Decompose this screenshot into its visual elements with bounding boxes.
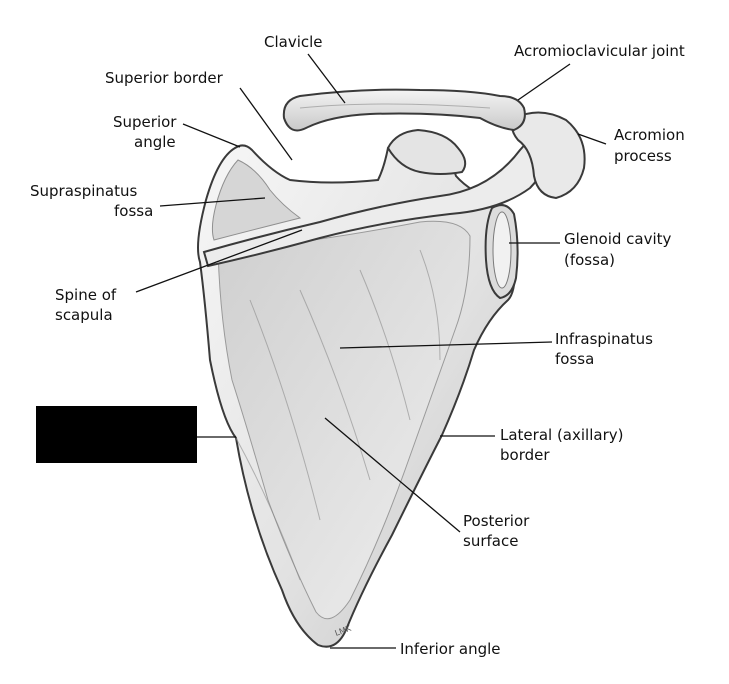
label-lateral-line2: border xyxy=(500,446,550,464)
label-clavicle: Clavicle xyxy=(264,33,323,51)
clavicle-bone xyxy=(282,88,526,132)
infraspinatus-fossa-region xyxy=(217,220,471,620)
acromion-process xyxy=(511,111,586,200)
leader-infraspinatus xyxy=(339,341,553,349)
clavicle-shading xyxy=(299,103,491,109)
label-infraspinatus-line2: fossa xyxy=(555,350,594,368)
label-superior-angle-line1: Superior xyxy=(113,113,177,131)
body-shading-1 xyxy=(249,299,321,521)
label-acromion-line2: process xyxy=(614,147,672,165)
body-shading-2 xyxy=(299,289,371,481)
label-acromion-line1: Acromion xyxy=(614,126,685,144)
label-posterior-line2: surface xyxy=(463,532,518,550)
label-superior-border: Superior border xyxy=(105,69,224,87)
redaction-block xyxy=(36,406,197,463)
label-supraspinatus-line2: fossa xyxy=(114,202,153,220)
supraspinatus-fossa-region xyxy=(211,159,302,241)
leader-supraspinatus xyxy=(159,197,266,207)
label-acromioclavicular-joint: Acromioclavicular joint xyxy=(514,42,685,60)
label-superior-angle-line2: angle xyxy=(134,133,176,151)
label-infraspinatus-line1: Infraspinatus xyxy=(555,330,653,348)
leader-superior-angle xyxy=(182,123,241,148)
label-supraspinatus-line1: Supraspinatus xyxy=(30,182,137,200)
label-lateral-line1: Lateral (axillary) xyxy=(500,426,623,444)
label-inferior-angle: Inferior angle xyxy=(400,640,501,658)
leader-acromioclavicular xyxy=(517,63,571,101)
label-glenoid-line1: Glenoid cavity xyxy=(564,230,672,248)
coracoid-process xyxy=(386,128,467,175)
label-spine-line2: scapula xyxy=(55,306,113,324)
body-shading-4 xyxy=(419,249,441,361)
leader-spine xyxy=(135,229,303,293)
leader-superior-border xyxy=(239,87,293,161)
body-shading-5 xyxy=(235,437,301,581)
body-shading-3 xyxy=(359,269,411,421)
label-glenoid-line2: (fossa) xyxy=(564,251,615,269)
leader-acromion xyxy=(577,133,607,145)
leader-posterior xyxy=(324,417,461,533)
glenoid-rim xyxy=(492,211,512,289)
label-spine-line1: Spine of xyxy=(55,286,117,304)
label-posterior-line1: Posterior xyxy=(463,512,530,530)
leader-clavicle xyxy=(307,53,346,104)
